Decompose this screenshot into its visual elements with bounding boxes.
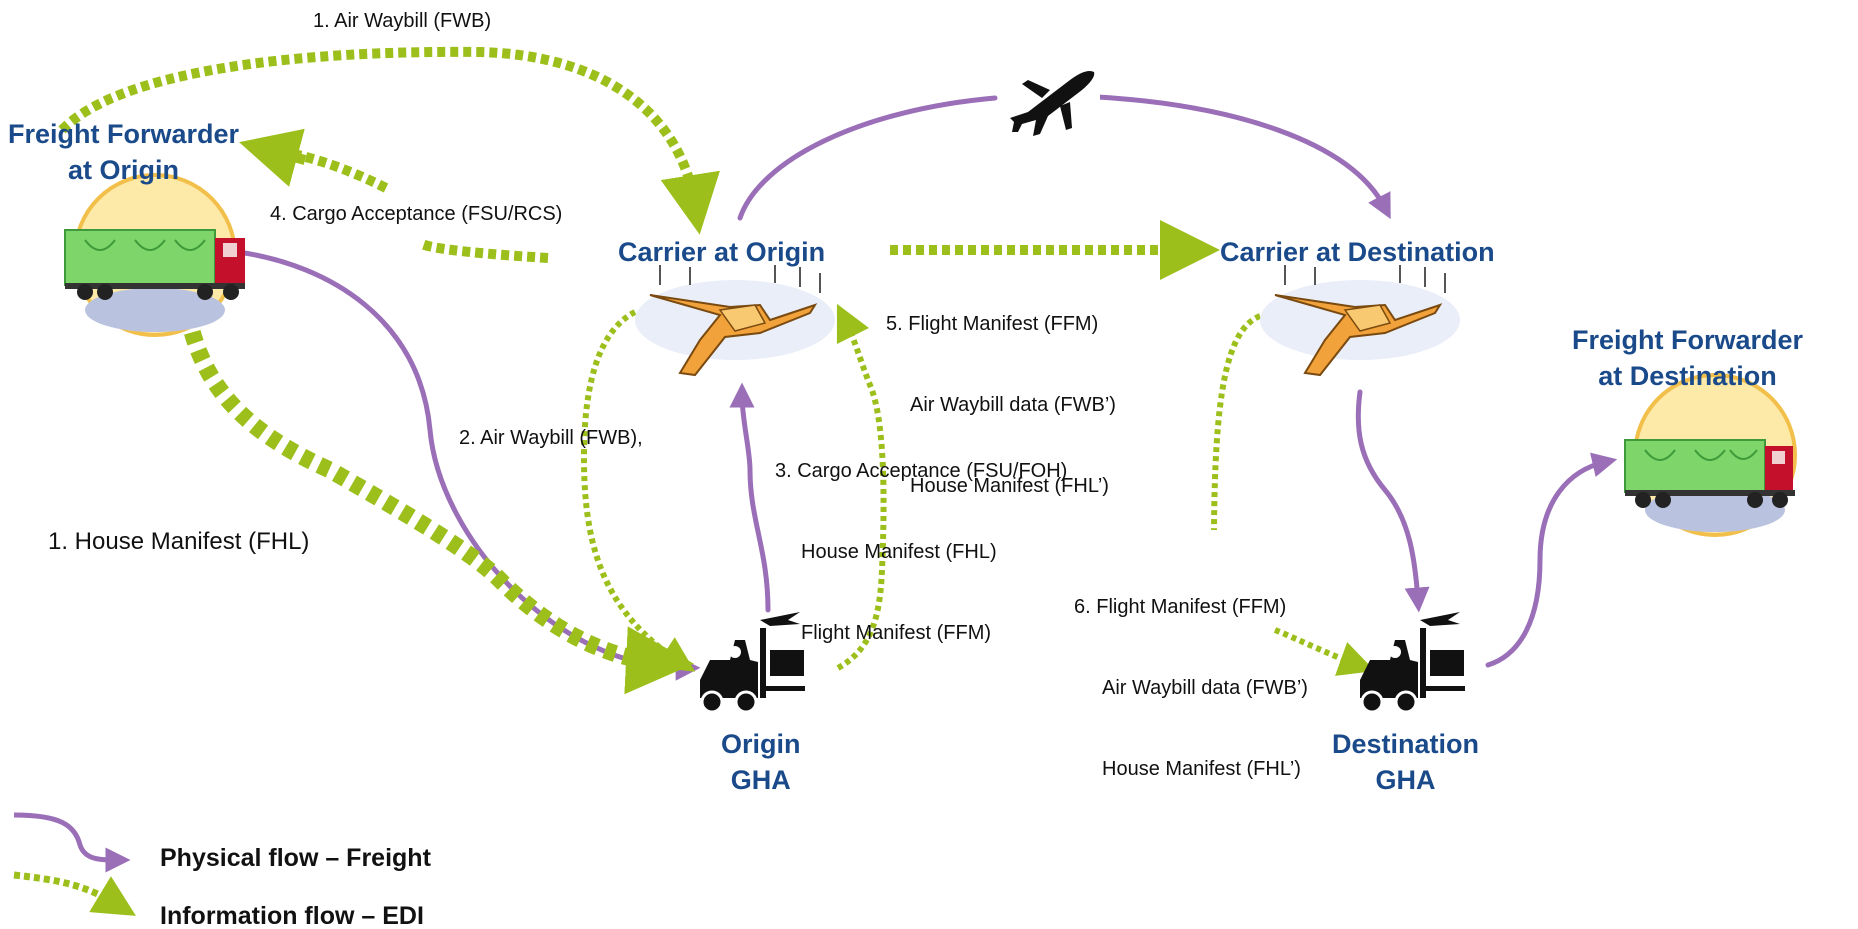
legend-physical-arrow bbox=[13, 812, 131, 873]
freight-forwarder-destination-title-line2: at Destination bbox=[1598, 361, 1777, 391]
carrier-destination-title: Carrier at Destination bbox=[1220, 237, 1495, 267]
truck-icon bbox=[64, 173, 245, 337]
origin-gha-title-line1: Origin bbox=[721, 729, 801, 759]
airplane-icon bbox=[1000, 50, 1100, 140]
destination-gha-title-line2: GHA bbox=[1375, 765, 1436, 795]
label-cargo-acceptance-3-line1: 3. Cargo Acceptance (FSU/FOH) bbox=[775, 460, 1068, 482]
info-flow-air-waybill-top bbox=[58, 46, 720, 235]
label-flight-manifest-5-line3: House Manifest (FHL’) bbox=[910, 475, 1109, 497]
label-cargo-acceptance-3-line3: Flight Manifest (FFM) bbox=[801, 622, 992, 644]
label-cargo-acceptance-3: 3. Cargo Acceptance (FSU/FOH) House Mani… bbox=[775, 404, 1067, 701]
carrier-origin-title: Carrier at Origin bbox=[618, 237, 826, 267]
label-cargo-acceptance-rcs: 4. Cargo Acceptance (FSU/RCS) bbox=[270, 203, 563, 225]
info-flow-air-waybill-2 bbox=[580, 309, 696, 672]
label-flight-manifest-5-line2: Air Waybill data (FWB’) bbox=[910, 394, 1116, 416]
physical-flow-gha-to-forwarder-dest bbox=[1485, 452, 1618, 668]
label-flight-manifest-6: 6. Flight Manifest (FFM) Air Waybill dat… bbox=[1074, 540, 1308, 837]
label-flight-manifest-5-line1: 5. Flight Manifest (FFM) bbox=[886, 313, 1099, 335]
forklift-icon bbox=[700, 612, 805, 714]
info-flow-carrier-dest-to-gha bbox=[1211, 313, 1262, 531]
forklift-icon bbox=[1360, 612, 1465, 714]
destination-gha-title-line1: Destination bbox=[1332, 729, 1480, 759]
physical-flow-gha-to-carrier-origin bbox=[729, 382, 771, 613]
physical-flow-carrier-origin-to-plane bbox=[737, 95, 998, 221]
origin-gha-title-line2: GHA bbox=[730, 765, 791, 795]
label-flight-manifest-5: 5. Flight Manifest (FFM) Air Waybill dat… bbox=[886, 257, 1116, 554]
origin-gha-title: Origin GHA bbox=[721, 726, 801, 798]
freight-forwarder-origin-title-line2: at Origin bbox=[68, 155, 180, 185]
info-flow-house-manifest bbox=[176, 294, 694, 695]
physical-flow-carrier-dest-to-gha bbox=[1355, 389, 1430, 613]
label-house-manifest-1: 1. House Manifest (FHL) bbox=[48, 528, 310, 555]
info-flow-cargo-acceptance-3 bbox=[836, 303, 887, 671]
airport-icon bbox=[1260, 265, 1460, 377]
freight-forwarder-origin-title: Freight Forwarder at Origin bbox=[8, 116, 239, 188]
legend-information-label: Information flow – EDI bbox=[160, 902, 424, 929]
label-air-waybill-top: 1. Air Waybill (FWB) bbox=[313, 10, 492, 32]
label-flight-manifest-6-line3: House Manifest (FHL’) bbox=[1102, 758, 1301, 780]
freight-forwarder-origin-title-line1: Freight Forwarder bbox=[8, 119, 240, 149]
truck-icon bbox=[1624, 373, 1797, 537]
freight-forwarder-destination-title: Freight Forwarder at Destination bbox=[1572, 322, 1803, 394]
legend-physical-label: Physical flow – Freight bbox=[160, 844, 431, 872]
info-flow-cargo-acceptance-rcs-head bbox=[239, 128, 307, 187]
label-cargo-acceptance-3-line2: House Manifest (FHL) bbox=[801, 541, 997, 563]
physical-flow-plane-to-carrier-dest bbox=[1095, 94, 1391, 220]
airport-icon bbox=[635, 265, 835, 377]
label-flight-manifest-6-line1: 6. Flight Manifest (FFM) bbox=[1074, 596, 1287, 618]
freight-forwarder-destination-title-line1: Freight Forwarder bbox=[1572, 325, 1804, 355]
label-air-waybill-2: 2. Air Waybill (FWB), bbox=[459, 427, 643, 449]
label-flight-manifest-6-line2: Air Waybill data (FWB’) bbox=[1102, 677, 1308, 699]
legend-information-arrow bbox=[13, 871, 136, 916]
destination-gha-title: Destination GHA bbox=[1332, 726, 1479, 798]
